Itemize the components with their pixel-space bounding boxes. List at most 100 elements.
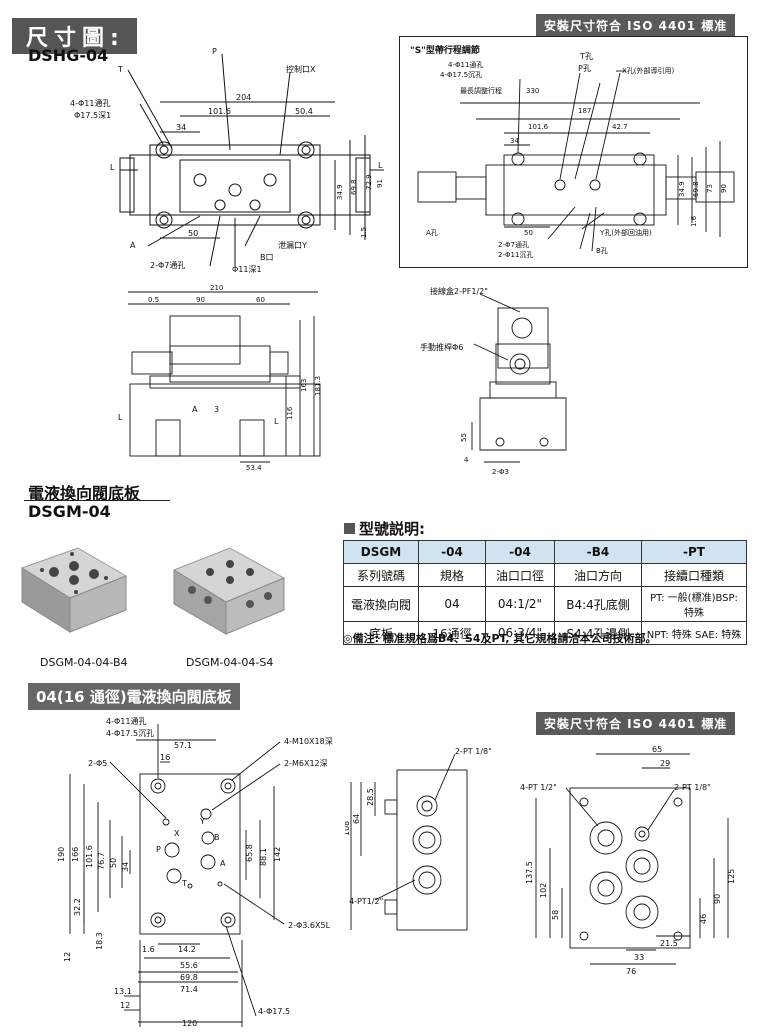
table-header-row: DSGM -04 -04 -B4 -PT xyxy=(343,540,747,564)
stroke-dim-90: 90 xyxy=(720,184,728,193)
s2-dim-55-6: 55.6 xyxy=(180,961,198,970)
plan-counterbore: Φ17.5深1 xyxy=(74,111,111,120)
section2-title: 04(16 通徑)電液換向閥底板 xyxy=(28,683,240,710)
s2-port-t: T xyxy=(181,879,187,888)
plan-dim-34: 34 xyxy=(176,123,186,132)
s2-dim-88-1: 88.1 xyxy=(259,848,268,866)
plan-p-label: P xyxy=(212,47,217,56)
mid-dim-108: 108 xyxy=(345,821,351,836)
model-title-dshg: DSHG-04 xyxy=(28,46,109,65)
s2-dim-101-6: 101.6 xyxy=(85,845,94,868)
front-view-drawing: 210 0.5 90 60 163 181.3 116 53.4 L L A 3 xyxy=(118,284,322,472)
table-row: 底板 16通徑 06:3/4" S4:4孔邊側 NPT: 特殊 SAE: 特殊 xyxy=(343,621,747,645)
plan-dim-50-4: 50.4 xyxy=(295,107,313,116)
front-dim-163: 163 xyxy=(300,379,308,392)
subplate-side-drawing: 2-PT 1/8" 28.5 64 108 4-PT1/2" xyxy=(345,747,492,931)
s2-dim-69-8: 69.8 xyxy=(180,973,198,982)
plan-dim-34-9: 34.9 xyxy=(336,184,344,200)
stroke-dim-101-6: 101.6 xyxy=(528,123,549,131)
right-dim-33: 33 xyxy=(634,953,644,962)
model-table-note: ◎備注: 標准規格爲B4、S4及PT, 其它規格請洽本公司技術部。 xyxy=(343,632,657,645)
s2-dim-18-3: 18.3 xyxy=(95,932,104,950)
stroke-a-hole: A孔 xyxy=(426,229,438,237)
stroke-adjust-drawing: "S"型帶行程調節 4-Φ11通孔 4-Φ17.5沉孔 最長調整行程 330 T… xyxy=(410,44,735,259)
stroke-counterbore: 4-Φ17.5沉孔 xyxy=(440,71,482,79)
plan-t-label: T xyxy=(117,65,123,74)
table-cell: 系列號碼 xyxy=(343,563,419,587)
mid-dim-64: 64 xyxy=(352,814,361,824)
s2-port-p: P xyxy=(156,845,161,854)
table-row: 電液換向閥 04 04:1/2" B4:4孔底側 PT: 一般(標准)BSP: … xyxy=(343,586,747,622)
table-cell: -B4 xyxy=(554,540,642,564)
s2-dim-32-2: 32.2 xyxy=(73,898,82,916)
model-table-title: 型號説明: xyxy=(344,518,425,539)
plan-b-label: B口 xyxy=(260,253,274,262)
stroke-dim-73: 73 xyxy=(706,184,714,193)
table-cell: -04 xyxy=(485,540,555,564)
subplate-title: 電液換向閥底板 xyxy=(28,484,141,503)
dimension-heading: 尺寸圖: xyxy=(12,18,137,54)
s2-dim-14-2: 14.2 xyxy=(178,945,196,954)
stroke-holes: 4-Φ11通孔 xyxy=(448,60,483,69)
subplate-bottom-drawing: 4-PT 1/2" 2-PT 1/8" 65 29 137.5 102 58 4… xyxy=(520,745,736,976)
s2-dim-71-4: 71.4 xyxy=(180,985,198,994)
side-view-drawing: 接線盒2-PF1/2" 手動推桿Φ6 55 4 2-Φ3 xyxy=(420,286,567,476)
right-dim-65: 65 xyxy=(652,745,662,754)
right-dim-125: 125 xyxy=(727,869,736,884)
mid-pt18: 2-PT 1/8" xyxy=(455,747,492,756)
subplate-b4-image xyxy=(20,547,128,633)
front-dim-116: 116 xyxy=(286,406,294,420)
mid-dim-28-5: 28.5 xyxy=(366,788,375,806)
plan-dim-69-8: 69.8 xyxy=(350,179,358,195)
plan-dim-1-5: 1.5 xyxy=(360,227,368,238)
plan-control-x: 控制口X xyxy=(286,64,316,74)
front-dim-210: 210 xyxy=(210,284,223,292)
table-cell: 油口方向 xyxy=(554,563,642,587)
subplate-s4-image xyxy=(172,547,286,635)
s2-dim-16: 16 xyxy=(160,753,170,762)
stroke-adjust-frame xyxy=(399,36,748,268)
section2-iso-badge: 安裝尺寸符合 ISO 4401 標准 xyxy=(536,712,736,735)
s2-counterbore-4: 4-Φ17.5沉孔 xyxy=(106,729,154,738)
stroke-sink: 2-Φ11沉孔 xyxy=(498,251,533,259)
right-pt12: 4-PT 1/2" xyxy=(520,783,557,792)
s2-dim-13-1: 13.1 xyxy=(114,987,132,996)
s2-m10: 4-M10X18深 xyxy=(284,737,333,746)
mid-pt12: 4-PT1/2" xyxy=(349,897,383,906)
front-dim-90: 90 xyxy=(196,296,205,304)
table-cell: -PT xyxy=(641,540,747,564)
subplate-model: DSGM-04 xyxy=(28,502,111,521)
s2-holes-4: 4-Φ11通孔 xyxy=(106,716,146,726)
table-cell: 規格 xyxy=(418,563,486,587)
table-cell: S4:4孔邊側 xyxy=(554,621,642,645)
stroke-x-hole: X孔(外部導引用) xyxy=(622,66,675,75)
stroke-dim-50: 50 xyxy=(524,229,533,237)
model-table-title-text: 型號説明: xyxy=(359,520,425,538)
s2-dim-142: 142 xyxy=(273,847,282,862)
right-dim-137-5: 137.5 xyxy=(525,861,534,884)
stroke-t-hole: T孔 xyxy=(579,52,593,61)
table-cell: 油口口徑 xyxy=(485,563,555,587)
side-dim-55: 55 xyxy=(460,433,468,442)
table-cell: 16通徑 xyxy=(418,621,486,645)
s2-dim-65-8: 65.8 xyxy=(245,844,254,862)
s2-dim-120: 120 xyxy=(182,1019,197,1027)
stroke-dim-42-7: 42.7 xyxy=(612,123,628,131)
front-dim-60: 60 xyxy=(256,296,265,304)
s2-port-b: B xyxy=(214,833,220,842)
s2-port-a: A xyxy=(220,859,226,868)
right-dim-76: 76 xyxy=(626,967,636,976)
table-cell: 04:1/2" xyxy=(485,586,555,622)
side-dim-4: 4 xyxy=(464,456,469,464)
model-code-table: DSGM -04 -04 -B4 -PT 系列號碼 規格 油口口徑 油口方向 接… xyxy=(343,540,747,645)
side-junction: 接線盒2-PF1/2" xyxy=(430,286,488,296)
plan-dim-72-9: 72.9 xyxy=(365,174,373,190)
plan-dim-101-6: 101.6 xyxy=(208,107,231,116)
caption-b4: DSGM-04-04-B4 xyxy=(40,656,128,669)
s2-dim-190: 190 xyxy=(57,847,66,862)
front-port-a: A xyxy=(192,405,198,414)
front-dim-0-5: 0.5 xyxy=(148,296,159,304)
front-l-left: L xyxy=(118,413,123,422)
s2-dim-57-1: 57.1 xyxy=(174,741,192,750)
table-cell: 電液換向閥 xyxy=(343,586,419,622)
